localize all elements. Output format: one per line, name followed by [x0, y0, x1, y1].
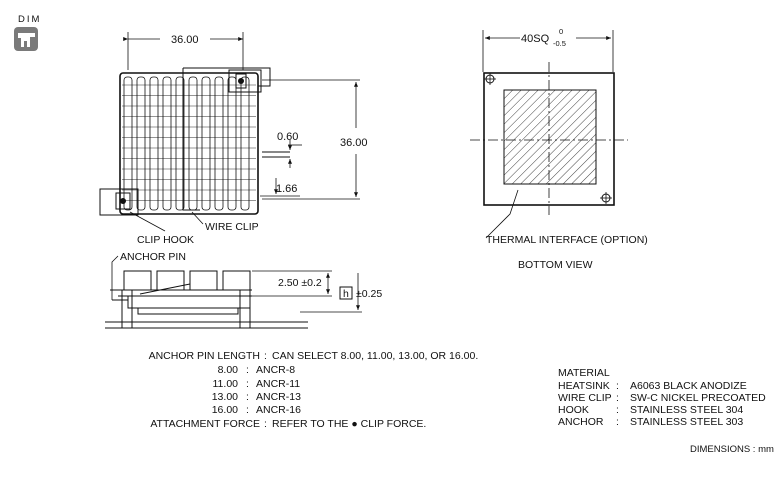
top-height-dimension: 36.00: [340, 137, 368, 149]
svg-text::: :: [246, 404, 249, 416]
bottom-view-caption: BOTTOM VIEW: [518, 259, 593, 271]
bottom-view: 40SQ 0 -0.5 THERMAL INTERFACE (OPTION) B…: [470, 27, 648, 271]
dim-badge[interactable]: DIM: [14, 14, 41, 51]
material-spec: STAINLESS STEEL 303: [630, 416, 743, 428]
bottom-size-tolerance-lower: -0.5: [553, 39, 566, 48]
bottom-size-tolerance-upper: 0: [559, 27, 563, 36]
fin-dimension: 2.50 ±0.2: [278, 277, 322, 289]
anchor-length-label: ANCHOR PIN LENGTH: [149, 350, 260, 362]
wire-clip-label: WIRE CLIP: [205, 221, 259, 233]
bottom-size-dimension: 40SQ: [521, 33, 550, 45]
side-fin: [156, 270, 185, 291]
side-fin: [123, 270, 152, 291]
heatsink-fin: [136, 76, 146, 211]
side-view: ANCHOR PIN 2.50 ±0.2 h ±0.25: [105, 251, 382, 329]
anchor-row-code: ANCR-8: [256, 364, 295, 376]
thermal-interface-label: THERMAL INTERFACE (OPTION): [486, 234, 648, 246]
svg-text::: :: [616, 416, 619, 428]
attachment-force-label: ATTACHMENT FORCE: [150, 418, 260, 430]
material-table: MATERIAL HEATSINK : A6063 BLACK ANODIZE …: [558, 367, 766, 428]
attachment-force-value: REFER TO THE ● CLIP FORCE.: [272, 418, 426, 430]
svg-text::: :: [246, 364, 249, 376]
svg-text::: :: [616, 392, 619, 404]
material-title: MATERIAL: [558, 367, 610, 379]
heatsink-fin: [227, 76, 237, 211]
material-spec: STAINLESS STEEL 304: [630, 404, 743, 416]
clip-hook-label: CLIP HOOK: [137, 234, 194, 246]
heatsink-fin: [201, 76, 211, 211]
heatsink-fin: [214, 76, 224, 211]
top-view: 36.00 36.00 0.60 1.66 CLIP HOOK: [99, 32, 368, 246]
svg-text::: :: [616, 404, 619, 416]
units-note: DIMENSIONS : mm: [690, 444, 774, 455]
anchor-row-length: 11.00: [213, 378, 239, 390]
pin-dimension-b: 1.66: [276, 183, 297, 195]
material-spec: SW-C NICKEL PRECOATED: [630, 392, 766, 404]
anchor-row-length: 8.00: [218, 364, 239, 376]
heatsink-fin: [175, 76, 185, 211]
heatsink-fin: [123, 76, 133, 211]
material-part: HEATSINK: [558, 380, 610, 392]
side-fin: [222, 270, 251, 291]
dim-badge-label: DIM: [18, 14, 41, 25]
heatsink-fin: [162, 76, 172, 211]
anchor-row-code: ANCR-11: [256, 378, 300, 390]
material-spec: A6063 BLACK ANODIZE: [630, 380, 747, 392]
material-part: WIRE CLIP: [558, 392, 612, 404]
anchor-length-value: CAN SELECT 8.00, 11.00, 13.00, OR 16.00.: [272, 350, 478, 362]
svg-text::: :: [246, 391, 249, 403]
anchor-row-code: ANCR-13: [256, 391, 301, 403]
material-part: ANCHOR: [558, 416, 604, 428]
svg-text::: :: [264, 418, 267, 430]
anchor-pin-label: ANCHOR PIN: [120, 251, 186, 263]
pin-dimension-a: 0.60: [277, 131, 298, 143]
anchor-row-length: 13.00: [212, 391, 238, 403]
anchor-row-code: ANCR-16: [256, 404, 301, 416]
svg-text::: :: [264, 350, 267, 362]
h-symbol: h: [343, 288, 349, 300]
material-part: HOOK: [558, 404, 589, 416]
top-width-dimension: 36.00: [171, 34, 199, 46]
svg-text::: :: [246, 378, 249, 390]
heatsink-fin: [149, 76, 159, 211]
heatsink-fin: [240, 76, 250, 211]
side-fin: [189, 270, 218, 291]
anchor-notes: ANCHOR PIN LENGTH : CAN SELECT 8.00, 11.…: [149, 350, 479, 430]
svg-text::: :: [616, 380, 619, 392]
anchor-row-length: 16.00: [212, 404, 238, 416]
h-tolerance: ±0.25: [356, 288, 382, 300]
